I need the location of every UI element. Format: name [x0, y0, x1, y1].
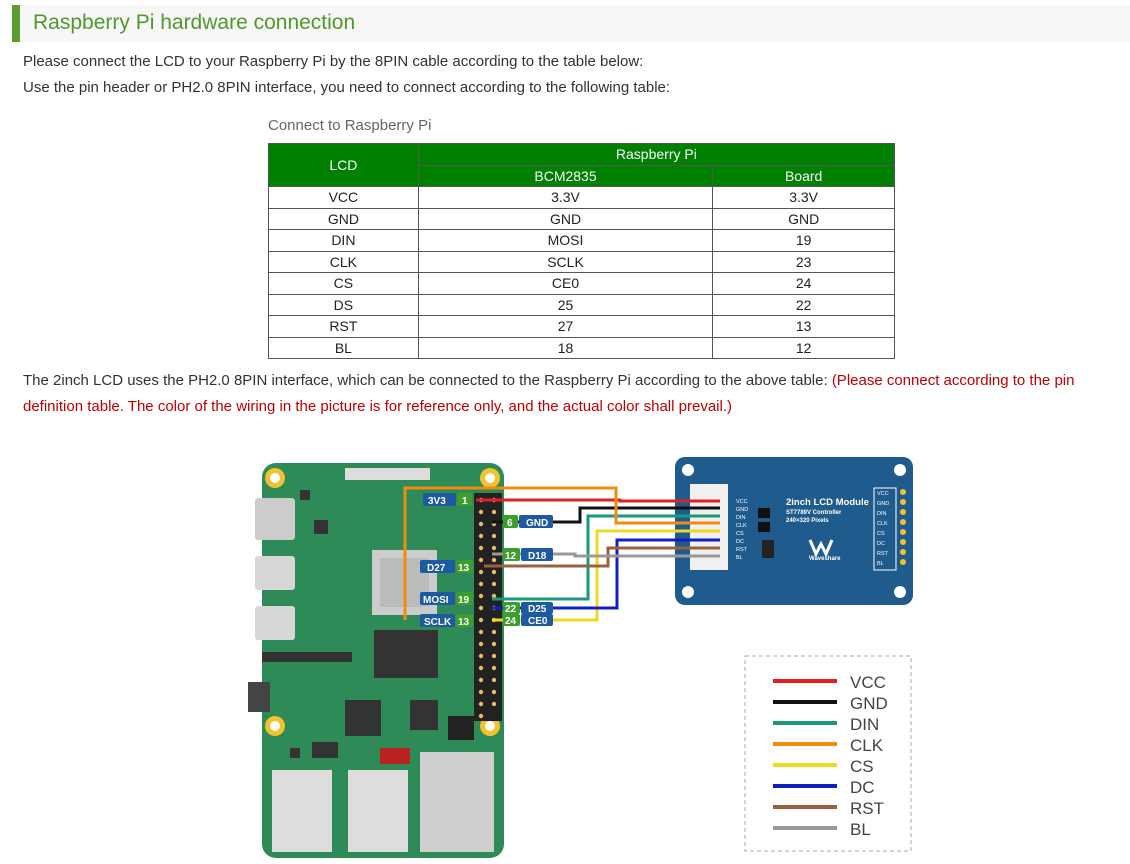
label-pin-13a: 13: [458, 563, 470, 574]
raspberry-pi-board: [248, 463, 504, 858]
label-ce0: CE0: [528, 616, 548, 627]
legend-label-rst: RST: [850, 799, 884, 818]
label-pin-13b: 13: [458, 617, 470, 628]
module-pixels: 240×320 Pixels: [786, 518, 829, 524]
cell-board: 12: [712, 336, 895, 359]
label-d27: D27: [427, 563, 446, 574]
table-caption: Connect to Raspberry Pi: [268, 117, 432, 134]
module-left-pin: RST: [736, 547, 748, 553]
header-board: Board: [712, 164, 895, 187]
note-warning: (Please connect according to the pin def…: [23, 372, 1075, 415]
cell-lcd: CLK: [268, 250, 419, 273]
cell-bcm: CE0: [417, 272, 714, 295]
module-left-pin: DIN: [736, 515, 746, 521]
intro-line-1: Please connect the LCD to your Raspberry…: [23, 53, 644, 70]
label-gnd: GND: [526, 518, 548, 529]
module-right-pin: GND: [877, 501, 889, 507]
module-right-pin: CLK: [877, 521, 888, 527]
label-pin-24: 24: [505, 616, 517, 627]
module-right-pin: DIN: [877, 511, 887, 517]
module-left-pin: VCC: [736, 499, 748, 505]
cell-bcm: 18: [417, 336, 714, 359]
pi-pin-labels: 3V3 1 6 GND 12 D18 D27 13 MOSI 19 22 D25…: [420, 493, 553, 628]
legend-label-dc: DC: [850, 778, 875, 797]
module-right-pin: VCC: [877, 491, 889, 497]
label-pin-22: 22: [505, 604, 517, 615]
module-text: 2inch LCD Module ST7789V Controller 240×…: [736, 491, 889, 567]
module-brand: Waveshare: [809, 556, 841, 562]
label-pin-6: 6: [507, 518, 513, 529]
legend-label-clk: CLK: [850, 736, 884, 755]
module-left-pin: DC: [736, 539, 744, 545]
wire-color-legend: VCC GND DIN CLK CS DC RST BL: [744, 655, 912, 852]
module-left-pin: BL: [736, 555, 743, 561]
wiring-note: The 2inch LCD uses the PH2.0 8PIN interf…: [23, 368, 1113, 420]
wire-vcc: [476, 498, 720, 503]
label-pin-12: 12: [505, 551, 517, 562]
cell-lcd: GND: [268, 207, 419, 230]
header-lcd: LCD: [268, 143, 419, 187]
module-title: 2inch LCD Module: [786, 497, 869, 508]
legend-label-cs: CS: [850, 757, 874, 776]
module-right-pin: BL: [877, 561, 884, 567]
section-heading: Raspberry Pi hardware connection: [12, 5, 1130, 42]
module-left-pin: GND: [736, 507, 748, 513]
module-right-pin: CS: [877, 531, 885, 537]
label-pin-1: 1: [462, 496, 468, 507]
module-left-pin: CS: [736, 531, 744, 537]
module-left-pin: CLK: [736, 523, 747, 529]
label-d18: D18: [528, 551, 547, 562]
label-sclk: SCLK: [424, 617, 452, 628]
note-text: The 2inch LCD uses the PH2.0 8PIN interf…: [23, 372, 832, 389]
label-pin-19: 19: [458, 595, 470, 606]
cell-board: GND: [712, 207, 895, 230]
header-bcm: BCM2835: [417, 164, 714, 187]
legend-label-bl: BL: [850, 820, 871, 839]
module-right-pin: DC: [877, 541, 885, 547]
wires: [403, 486, 720, 622]
legend-label-vcc: VCC: [850, 673, 886, 692]
label-3v3: 3V3: [428, 496, 446, 507]
module-controller: ST7789V Controller: [786, 510, 842, 516]
wire-clk: [403, 486, 720, 620]
legend-label-din: DIN: [850, 715, 879, 734]
cell-lcd: BL: [268, 336, 419, 359]
wire-dc: [492, 538, 720, 610]
label-mosi: MOSI: [423, 595, 449, 606]
intro-line-2: Use the pin header or PH2.0 8PIN interfa…: [23, 79, 671, 96]
module-right-pin: RST: [877, 551, 889, 557]
section-title: Raspberry Pi hardware connection: [33, 11, 356, 34]
label-d25: D25: [528, 604, 547, 615]
legend-label-gnd: GND: [850, 694, 888, 713]
